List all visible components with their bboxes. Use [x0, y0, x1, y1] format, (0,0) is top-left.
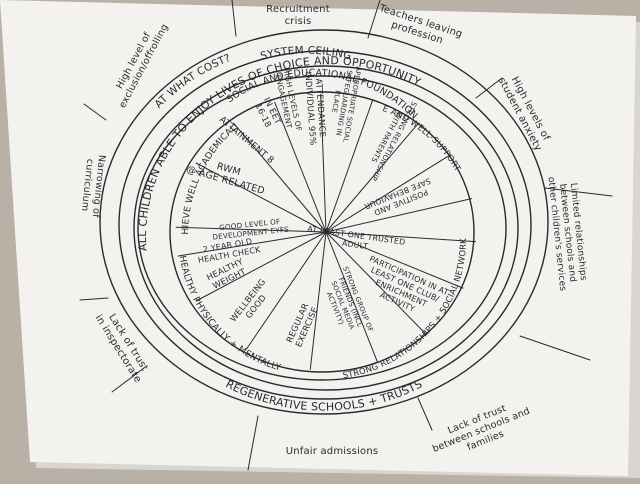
issue-dividers — [79, 0, 613, 471]
spoke-line — [325, 231, 378, 363]
spoke-line — [325, 154, 451, 233]
spoke-line — [325, 198, 472, 233]
spoke-line — [325, 100, 373, 233]
ring-vision — [133, 65, 519, 391]
spoke-line — [195, 231, 327, 302]
spoke-line — [274, 101, 327, 233]
spoke-line — [175, 226, 327, 233]
spoke-line — [195, 162, 327, 233]
spoke-line — [325, 231, 477, 243]
inner-foundation-circle — [169, 91, 475, 373]
spoke-line — [233, 122, 327, 233]
ring-at-what-cost — [118, 50, 532, 400]
label-system-ceiling: SYSTEM CEILING — [259, 45, 353, 63]
spoke-line — [246, 231, 327, 350]
ring-regenerative — [137, 75, 507, 381]
issue-narrowing-curriculum: Narrowing ofcurriculum — [78, 153, 107, 219]
outer-ring-system-ceiling — [99, 29, 549, 415]
spoke-line — [320, 93, 327, 233]
segment-good-level-development: GOOD LEVEL OFDEVELOPMENT EYFS — [211, 216, 289, 242]
spoke-line — [325, 231, 464, 289]
doughnut-rings — [99, 29, 549, 415]
segment-spokes — [175, 93, 477, 370]
issue-unfair-admissions: Unfair admissions — [286, 446, 379, 457]
spoke-line — [325, 122, 419, 233]
spoke-line — [177, 231, 327, 257]
spoke-line — [309, 231, 327, 370]
spoke-line — [325, 231, 427, 336]
paper-page — [0, 0, 636, 476]
